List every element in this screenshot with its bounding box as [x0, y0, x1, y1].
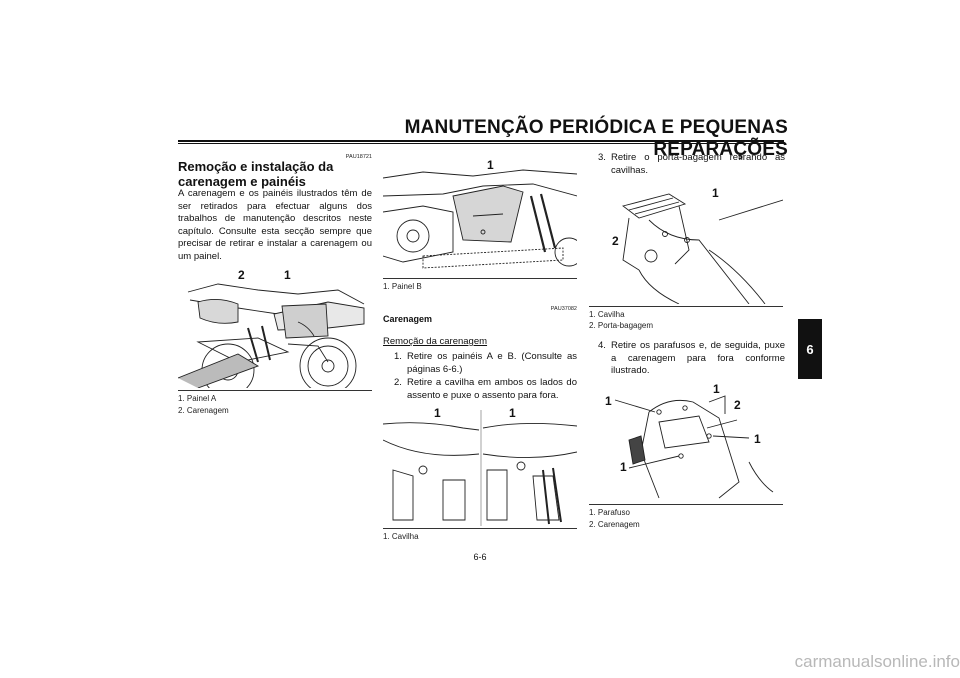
rack-illustration — [621, 193, 783, 304]
figure-cowling-bolts — [589, 382, 783, 502]
motorcycle-illustration — [178, 283, 365, 388]
figure-motorcycle-panel-b — [383, 156, 577, 276]
step-number: 3. — [598, 152, 606, 163]
caption-item: 1. Cavilha — [589, 310, 625, 319]
seat-illustration — [383, 410, 577, 526]
step-text: Retire o porta-bagagem retirando as cavi… — [611, 152, 785, 176]
figure-motorcycle-side-panel-a — [178, 266, 372, 388]
callout-2: 2 — [238, 268, 245, 282]
page-number: 6-6 — [473, 552, 487, 562]
callout-1: 1 — [713, 382, 720, 396]
step-item: 4. Retire os parafusos e, de seguida, pu… — [598, 340, 785, 380]
title-rule-thin — [178, 143, 784, 144]
callout-1: 1 — [284, 268, 291, 282]
step-text: Retire a cavilha em ambos os lados do as… — [407, 377, 577, 401]
caption-item: 1. Parafuso — [589, 508, 630, 517]
callout-1: 1 — [620, 460, 627, 474]
callout-2: 2 — [734, 398, 741, 412]
callout-1: 1 — [509, 406, 516, 420]
watermark: carmanualsonline.info — [794, 652, 960, 671]
figure-luggage-rack — [589, 180, 783, 304]
caption-rule — [589, 306, 783, 307]
step-text: Retire os painéis A e B. (Consulte as pá… — [407, 351, 577, 375]
caption-rule — [383, 278, 577, 279]
callout-1: 1 — [712, 186, 719, 200]
motorcycle-illustration — [383, 169, 577, 269]
figure-seat-bolts — [383, 410, 577, 526]
step-number: 1. — [394, 351, 402, 362]
step-number: 2. — [394, 377, 402, 388]
step-item: 2. Retire a cavilha em ambos os lados do… — [394, 377, 577, 403]
chapter-tab[interactable]: 6 — [798, 319, 822, 379]
step-number: 4. — [598, 340, 606, 351]
step-item: 3. Retire o porta-bagagem retirando as c… — [598, 152, 785, 178]
caption-rule — [178, 390, 372, 391]
caption-rule — [589, 504, 783, 505]
cowling-illustration — [614, 395, 774, 499]
section-paragraph: A carenagem e os painéis ilustrados têm … — [178, 188, 372, 262]
caption-item: 1. Cavilha — [383, 532, 419, 541]
caption-rule — [383, 528, 577, 529]
section-heading: Remoção e instalação da carenagem e pain… — [178, 159, 334, 189]
caption-item: 1. Painel A — [178, 394, 217, 403]
step-item: 1. Retire os painéis A e B. (Consulte as… — [394, 351, 577, 377]
section-code: PAU37082 — [550, 306, 577, 312]
page-title: MANUTENÇÃO PERIÓDICA E PEQUENAS REPARAÇÕ… — [404, 117, 788, 160]
callout-2: 2 — [612, 234, 619, 248]
callout-1: 1 — [605, 394, 612, 408]
caption-item: 2. Porta-bagagem — [589, 321, 654, 330]
section-code: PAU18721 — [345, 154, 372, 160]
section-heading: Carenagem — [383, 314, 433, 324]
callout-1: 1 — [434, 406, 441, 420]
callout-1: 1 — [754, 432, 761, 446]
caption-item: 2. Carenagem — [589, 520, 640, 529]
title-rule — [178, 140, 784, 142]
callout-1: 1 — [487, 158, 494, 172]
caption-item: 2. Carenagem — [178, 406, 229, 415]
subheading: Remoção da carenagem — [383, 336, 488, 347]
step-text: Retire os parafusos e, de seguida, puxe … — [611, 340, 785, 377]
caption-item: 1. Painel B — [383, 282, 422, 291]
